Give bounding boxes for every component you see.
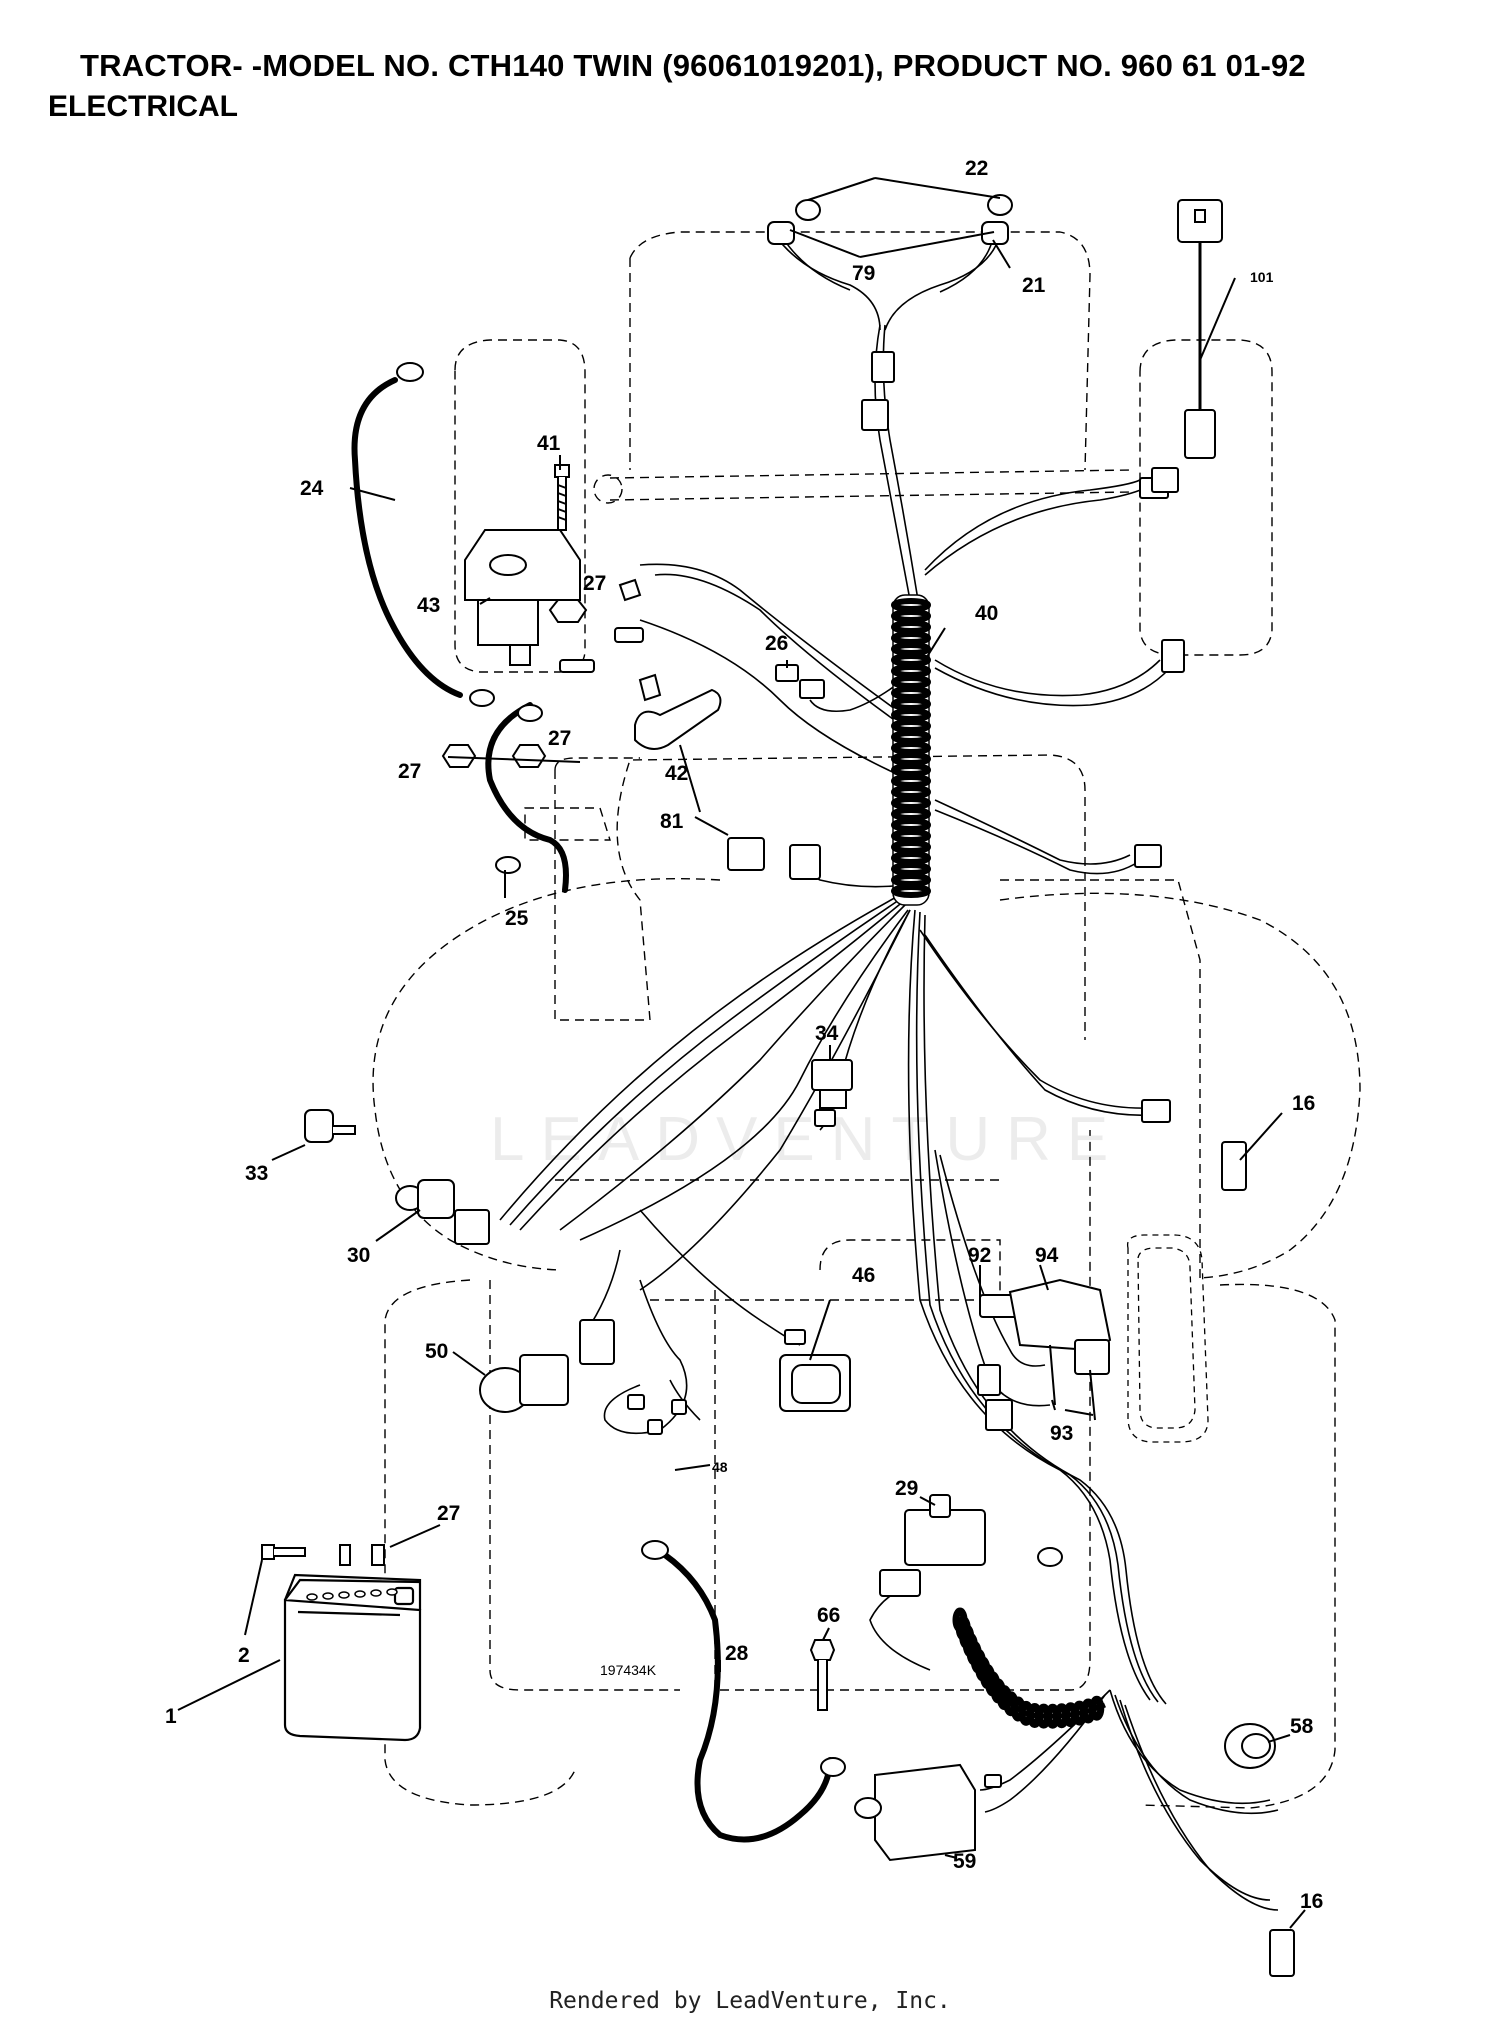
nuts-27 xyxy=(441,599,588,768)
coil-turn xyxy=(1089,1695,1105,1721)
callout-27-battery: 27 xyxy=(437,1502,460,1525)
bolt-66 xyxy=(809,1639,836,1711)
callout-48: 48 xyxy=(712,1459,728,1475)
battery-cell-cap xyxy=(354,1590,366,1598)
callout-79: 79 xyxy=(852,262,875,285)
connector-92 xyxy=(977,1294,1019,1431)
callout-42: 42 xyxy=(665,762,688,785)
callout-27-left: 27 xyxy=(398,760,421,783)
ignition-switch-30 xyxy=(395,1179,490,1245)
callout-101: 101 xyxy=(1250,269,1274,285)
key-33 xyxy=(304,1109,356,1143)
page-title: TRACTOR- -MODEL NO. CTH140 TWIN (9606101… xyxy=(80,48,1306,83)
callout-58: 58 xyxy=(1290,1715,1314,1738)
sleeve-coil xyxy=(891,884,931,898)
solenoid-43 xyxy=(464,529,581,666)
footer-credit: Rendered by LeadVenture, Inc. xyxy=(549,1988,951,2014)
module-59 xyxy=(854,1763,1002,1862)
connector-48 xyxy=(627,1394,687,1435)
boot-42 xyxy=(634,688,722,750)
connector-16 xyxy=(1221,1141,1295,1977)
callout-27-right: 27 xyxy=(548,727,571,750)
connector-plugs xyxy=(727,351,1185,1123)
chassis-outline xyxy=(372,231,1361,1809)
callout-28: 28 xyxy=(725,1642,749,1665)
terminals xyxy=(559,578,662,702)
battery-cell-cap xyxy=(306,1593,318,1601)
bolt-41 xyxy=(554,464,570,531)
wire-harness xyxy=(499,234,1279,1911)
pto-switch-50 xyxy=(479,1319,615,1413)
screws-93 xyxy=(1049,1344,1096,1421)
device-101 xyxy=(1177,199,1223,459)
ring-terminals xyxy=(396,362,1063,1777)
sensor-58 xyxy=(1224,1723,1276,1769)
callout-16-lower: 16 xyxy=(1300,1890,1323,1913)
battery-cell-cap xyxy=(386,1588,398,1596)
callout-29: 29 xyxy=(895,1477,918,1500)
callout-34: 34 xyxy=(815,1022,839,1045)
callout-25: 25 xyxy=(505,907,529,930)
callout-30: 30 xyxy=(347,1244,370,1267)
callout-59: 59 xyxy=(953,1850,976,1873)
seat-pan-outline xyxy=(1126,1234,1209,1443)
battery-cell-cap xyxy=(322,1592,334,1600)
callout-43: 43 xyxy=(417,594,440,617)
seat-switch-94 xyxy=(1008,1278,1112,1375)
callout-81: 81 xyxy=(660,810,684,833)
switch-46 xyxy=(779,1329,851,1412)
callout-16-upper: 16 xyxy=(1292,1092,1315,1115)
section-title: ELECTRICAL xyxy=(48,90,238,123)
headlight-bulbs xyxy=(767,194,1013,245)
switch-29 xyxy=(879,1494,986,1597)
callout-92: 92 xyxy=(968,1244,991,1267)
callout-27-solenoid: 27 xyxy=(583,572,606,595)
callout-66: 66 xyxy=(817,1604,840,1627)
battery-bolt-2 xyxy=(261,1544,385,1566)
callout-33: 33 xyxy=(245,1162,268,1185)
callout-93: 93 xyxy=(1050,1422,1073,1445)
callout-40: 40 xyxy=(975,602,998,625)
callout-2: 2 xyxy=(238,1644,250,1667)
switch-34 xyxy=(811,1059,853,1127)
callout-26: 26 xyxy=(765,632,788,655)
callout-1: 1 xyxy=(165,1705,177,1728)
callout-50: 50 xyxy=(425,1340,448,1363)
battery-cell-cap xyxy=(338,1591,350,1599)
callout-46: 46 xyxy=(852,1264,875,1287)
callout-94: 94 xyxy=(1035,1244,1059,1267)
callout-21: 21 xyxy=(1022,274,1046,297)
harness-sleeve xyxy=(891,594,931,906)
battery-cables xyxy=(351,377,833,1843)
battery-1 xyxy=(283,1573,422,1742)
reference-code: 197434K xyxy=(600,1662,657,1678)
callout-labels: 22 79 21 101 41 24 27 43 40 26 27 27 42 … xyxy=(165,157,1323,1913)
callout-22: 22 xyxy=(965,157,988,180)
callout-41: 41 xyxy=(537,432,561,455)
callout-24: 24 xyxy=(300,477,324,500)
leader-lines xyxy=(177,177,1306,1929)
battery-cell-cap xyxy=(370,1589,382,1597)
